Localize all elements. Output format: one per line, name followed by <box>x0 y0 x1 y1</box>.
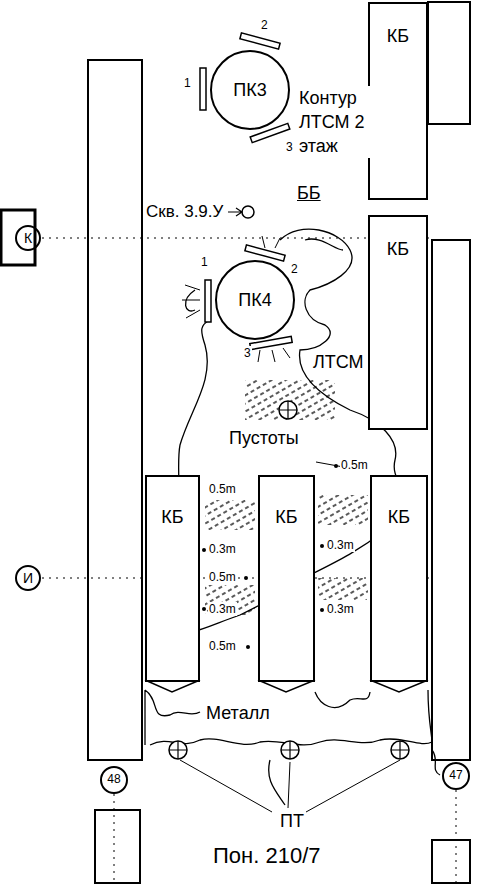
plan-label: 0.5m <box>208 570 237 584</box>
void-hatch <box>205 500 255 530</box>
plan-label: 3 <box>243 346 252 360</box>
node-label: КБ <box>387 26 409 47</box>
circle-node: 47 <box>442 762 470 790</box>
node-label: КБ <box>388 507 410 528</box>
plan-label: ББ <box>296 183 322 205</box>
node-label: И <box>23 570 33 586</box>
plan-label: Контур ЛТСМ 2 этаж <box>298 86 374 158</box>
plan-label: 1 <box>183 76 192 90</box>
leader-line <box>305 239 343 250</box>
void-hatch <box>318 495 368 525</box>
node-label: 48 <box>107 773 120 787</box>
plan-label: 2 <box>260 18 269 32</box>
plan-label: 1 <box>200 255 209 269</box>
contour-line <box>432 750 440 775</box>
column-band <box>432 240 470 760</box>
column-band <box>428 2 470 124</box>
node-label: КБ <box>161 507 183 528</box>
column-band <box>88 60 142 760</box>
axis-line <box>456 790 457 885</box>
borehole-symbol <box>242 206 254 218</box>
circle-node: И <box>15 565 41 591</box>
plan-label: ПТ <box>279 811 305 833</box>
plan-label: 3 <box>285 140 294 154</box>
bolt-marks <box>182 236 290 362</box>
block-box: КБ <box>370 475 428 682</box>
void-hatch <box>245 380 335 420</box>
plan-label: 0.3m <box>326 538 355 552</box>
plan-label: Скв. 3.9.У <box>145 202 224 222</box>
contour-line <box>269 760 285 805</box>
block-box: КБ <box>145 475 200 682</box>
circle-node: К <box>15 225 41 251</box>
node-label: 47 <box>449 769 462 783</box>
node-label: ПК3 <box>233 80 266 101</box>
axis-line <box>114 794 115 885</box>
node-label: КБ <box>275 507 297 528</box>
plate <box>240 33 280 49</box>
plan-label: Пустоты <box>228 428 300 450</box>
leader-line <box>180 760 400 812</box>
borehole-arrow <box>228 208 242 216</box>
node-label: К <box>24 230 32 246</box>
plate <box>205 280 211 322</box>
plan-label: 2 <box>290 262 299 276</box>
plate <box>250 123 290 142</box>
circle-node: ПК3 <box>210 50 290 130</box>
column-stub <box>432 840 470 883</box>
plan-label: 0.3m <box>326 602 355 616</box>
plan-label: 0.5m <box>208 482 237 496</box>
column-stub <box>95 810 140 883</box>
node-label: КБ <box>387 239 409 260</box>
axis-frame <box>1 210 35 265</box>
plan-label: Металл <box>205 703 271 725</box>
void-hatch <box>318 578 368 600</box>
plan-label: ЛТСМ <box>312 352 365 374</box>
plan-label: 0.3m <box>208 542 237 556</box>
circle-node: 48 <box>100 766 128 794</box>
plate <box>200 68 206 110</box>
plan-label: 0.5m <box>208 639 237 653</box>
block-box: КБ <box>258 475 315 682</box>
circle-node: ПК4 <box>215 260 295 340</box>
node-label: ПК4 <box>238 290 271 311</box>
plan-label: 0.3m <box>208 602 237 616</box>
plan-label: Пон. 210/7 <box>212 843 321 869</box>
block-box: КБ <box>368 215 428 430</box>
plan-label: 0.5m <box>340 458 369 472</box>
block-box: КБ <box>368 2 428 200</box>
metal-contour <box>145 690 432 745</box>
